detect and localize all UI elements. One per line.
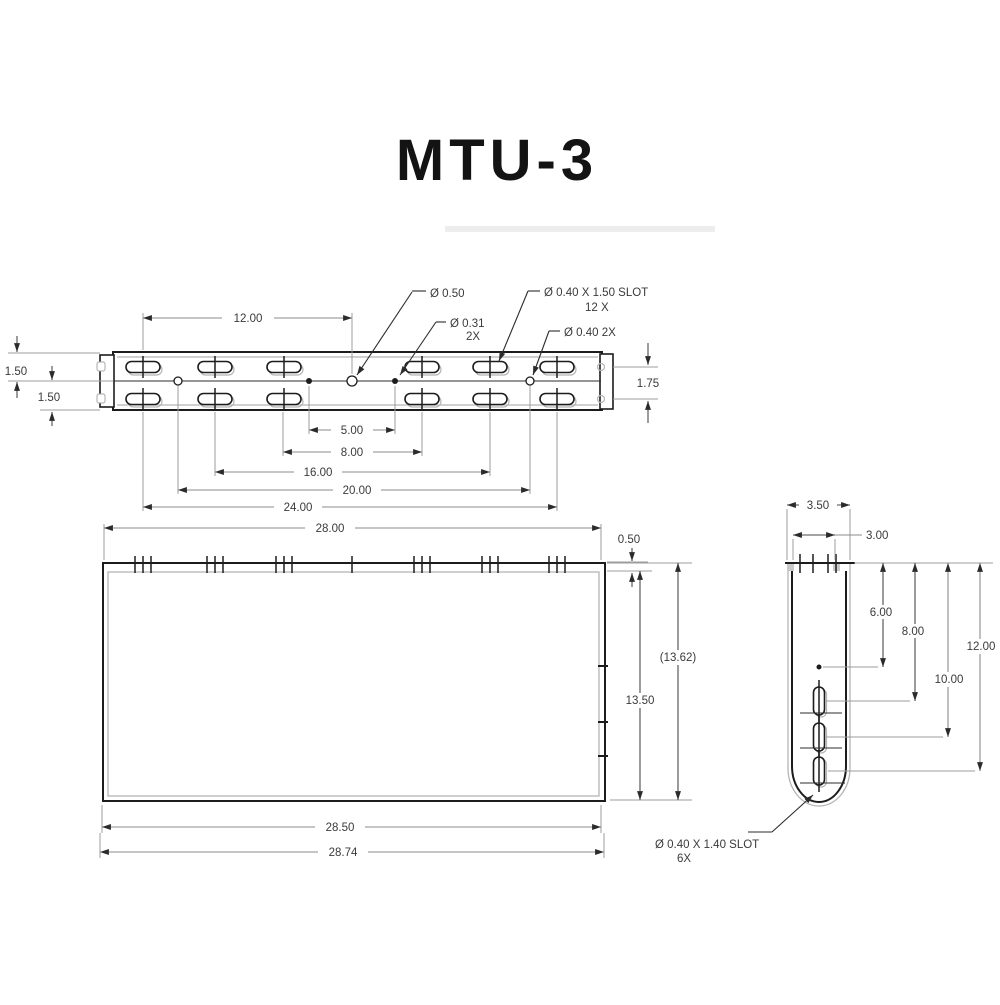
dim-24-00: 24.00 (142, 412, 558, 514)
callout-hole-031-qty: 2X (466, 331, 480, 343)
callout-side-slot-qty: 6X (677, 853, 691, 865)
callout-slot-label: Ø 0.40 X 1.50 SLOT (544, 287, 648, 299)
right-end-slot-opening-bottom (596, 394, 606, 404)
dim-20-label: 20.00 (343, 485, 372, 497)
dim-left-150-upper: 1.50 (0, 336, 113, 398)
dim-2800-label: 28.00 (316, 523, 345, 535)
dim-16-label: 16.00 (304, 467, 333, 479)
callout-slot: Ø 0.40 X 1.50 SLOT 12 X (498, 287, 648, 362)
dim-side8-label: 8.00 (902, 626, 924, 638)
callout-side-slot-label: Ø 0.40 X 1.40 SLOT (655, 839, 759, 851)
dim-24-label: 24.00 (284, 502, 313, 514)
dim-12-00: 12.00 (142, 311, 353, 374)
callout-hole-040-label: Ø 0.40 2X (564, 327, 616, 339)
dim-175-label: 1.75 (637, 378, 659, 390)
dim-28-74: 28.74 (99, 833, 605, 859)
hole-040-left (173, 376, 183, 386)
dim-150-lower-label: 1.50 (38, 392, 60, 404)
dim-left-150-lower: 1.50 (33, 366, 100, 426)
right-end-slot-opening-top (596, 362, 606, 372)
callout-hole-050-label: Ø 0.50 (430, 288, 465, 300)
dim-8-label: 8.00 (341, 447, 363, 459)
dim-20-00: 20.00 (177, 386, 531, 497)
dim-side-6-00: 6.00 (823, 563, 901, 668)
side-view-outline (785, 554, 993, 807)
dim-350-label: 3.50 (807, 500, 829, 512)
dim-300-label: 3.00 (866, 530, 888, 542)
front-view-edge-slot-marks (598, 665, 608, 757)
side-view-slots (800, 664, 845, 793)
dim-8-00: 8.00 (282, 412, 423, 459)
front-view: 28.00 0.50 (13.62) 13.50 (99, 521, 705, 859)
dim-side10-label: 10.00 (935, 674, 964, 686)
drawing-title: MTU-3 (396, 128, 598, 193)
dim-3-00: 3.00 (792, 530, 888, 560)
front-view-top-ticks (134, 555, 566, 574)
dim-28-50: 28.50 (101, 805, 602, 834)
dim-right-175: 1.75 (613, 343, 667, 423)
callout-hole-031-label: Ø 0.31 (450, 318, 485, 330)
dim-150-upper-label: 1.50 (5, 366, 27, 378)
dim-5-00: 5.00 (308, 386, 396, 437)
dim-1362-label: (13.62) (660, 652, 697, 664)
hole-031-left (306, 378, 312, 384)
top-view-holes (173, 375, 535, 387)
front-view-outline (102, 562, 606, 802)
side-view: 3.50 3.00 6.00 8.00 10.00 (655, 498, 1000, 865)
dim-side12-label: 12.00 (967, 641, 996, 653)
top-view-slots (125, 355, 606, 411)
hole-040-right (525, 376, 535, 386)
dim-1350-label: 13.50 (626, 695, 655, 707)
dim-13-62: (13.62) (607, 562, 705, 801)
side-hole-dot (816, 664, 822, 670)
top-view: Ø 0.50 Ø 0.31 2X Ø 0.40 X 1.50 SLOT 12 X… (0, 287, 667, 514)
center-hole-050 (346, 375, 358, 387)
dim-5-label: 5.00 (341, 425, 363, 437)
dim-2850-label: 28.50 (326, 822, 355, 834)
dim-28-00: 28.00 (103, 521, 602, 560)
callout-hole-040: Ø 0.40 2X (532, 327, 616, 376)
callout-side-slot: Ø 0.40 X 1.40 SLOT 6X (655, 794, 814, 865)
dim-16-00: 16.00 (214, 412, 491, 479)
dim-side6-label: 6.00 (870, 607, 892, 619)
callout-hole-050: Ø 0.50 (356, 288, 465, 376)
dim-side-10-00: 10.00 (826, 563, 972, 738)
hole-031-right (392, 378, 398, 384)
dim-12-label: 12.00 (234, 313, 263, 325)
dim-050-label: 0.50 (618, 534, 640, 546)
dim-side-12-00: 12.00 (828, 563, 1000, 772)
dim-side-8-00: 8.00 (826, 563, 932, 702)
callout-hole-031: Ø 0.31 2X (399, 318, 485, 376)
dim-2874-label: 28.74 (329, 847, 358, 859)
dim-13-50: 13.50 (607, 570, 663, 800)
callout-slot-qty: 12 X (585, 302, 609, 314)
